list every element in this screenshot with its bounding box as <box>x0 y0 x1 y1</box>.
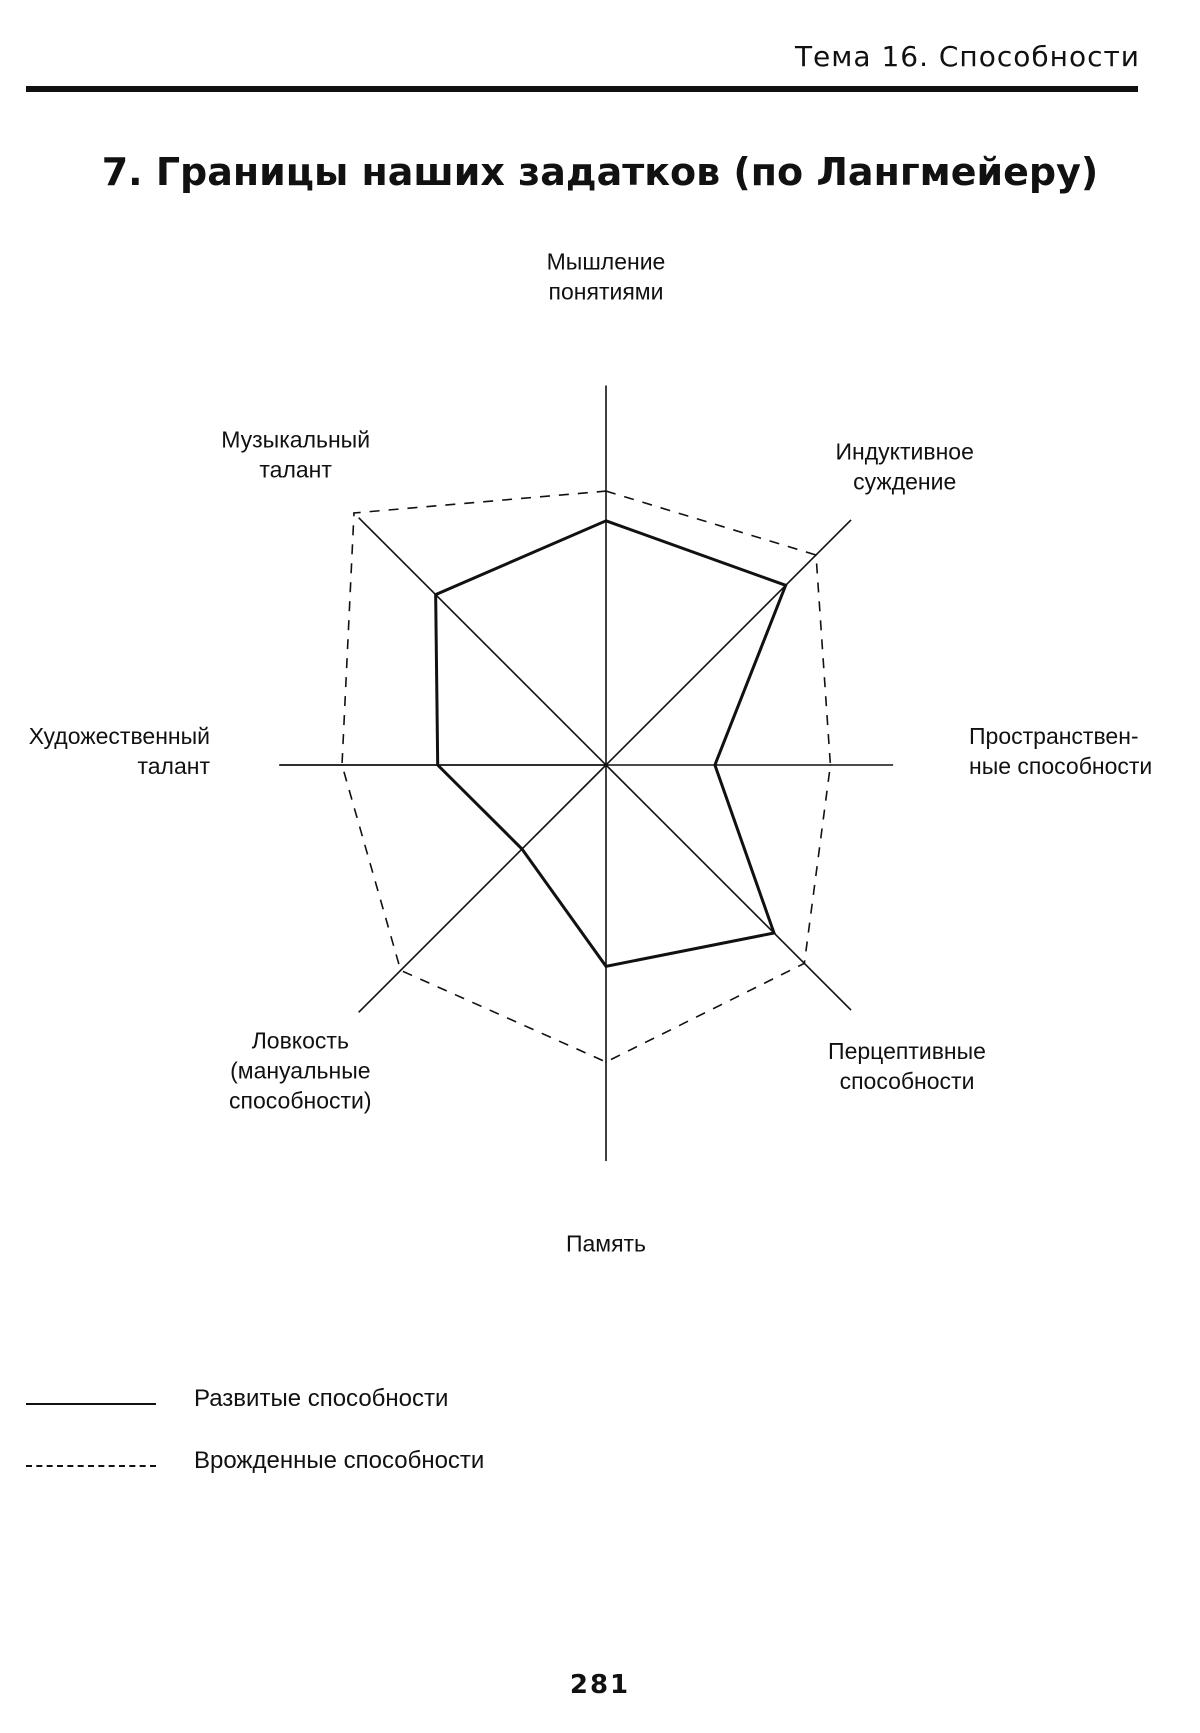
data-point-innate-art <box>341 764 343 766</box>
axis-label-art-line-1: Художественный <box>29 723 210 749</box>
header-rule <box>26 86 1138 92</box>
axis-label-perceptive-line-1: Перцептивные <box>828 1038 986 1064</box>
axis-label-perceptive-line-2: способности <box>840 1068 975 1094</box>
axis-line-perceptive <box>605 764 852 1011</box>
axis-label-dexterity-line-1: Ловкость <box>252 1028 349 1054</box>
axis-label-dexterity-line-3: способности) <box>229 1088 372 1114</box>
data-point-developed-inductive <box>784 584 787 587</box>
axis-label-thinking-line-2: понятиями <box>549 279 664 305</box>
series-polygon-developed <box>434 519 788 968</box>
axis-label-spatial-line-2: ные способности <box>969 753 1152 779</box>
data-point-developed-music <box>434 593 437 596</box>
running-header: Тема 16. Способности <box>794 40 1140 73</box>
axis-line-dexterity <box>358 764 607 1013</box>
legend-label-innate: Врожденные способности <box>194 1447 485 1474</box>
axis-label-art-line-2: талант <box>137 753 210 779</box>
data-point-developed-art <box>436 763 439 767</box>
axis-label-dexterity-line-2: (мануальные <box>230 1058 370 1084</box>
data-point-developed-thinking <box>604 519 608 522</box>
axis-label-memory: Память <box>566 1231 646 1257</box>
data-point-developed-perceptive <box>772 931 776 935</box>
data-point-developed-memory <box>604 965 608 968</box>
data-point-innate-thinking <box>605 490 607 492</box>
legend-item-innate: Врожденные способности <box>26 1447 626 1487</box>
series-polygon-innate <box>341 490 832 1063</box>
data-point-innate-dexterity <box>399 969 402 972</box>
page-number: 281 <box>569 1670 631 1700</box>
axis-label-music-line-2: талант <box>259 457 332 483</box>
axis-line-inductive <box>605 519 852 766</box>
legend-swatch-solid <box>26 1403 156 1405</box>
data-point-innate-perceptive <box>803 962 806 965</box>
page-title: 7. Границы наших задатков (по Лангмейеру… <box>101 150 1099 194</box>
legend-swatch-dashed <box>26 1465 156 1467</box>
data-point-developed-spatial <box>713 763 717 767</box>
axis-label-music-line-1: Музыкальный <box>221 427 370 453</box>
data-point-innate-memory <box>605 1061 607 1063</box>
data-point-innate-inductive <box>815 554 817 556</box>
data-point-innate-music <box>353 512 355 514</box>
data-point-innate-spatial <box>829 764 832 766</box>
data-point-developed-dexterity <box>520 847 524 851</box>
axis-line-music <box>358 517 607 766</box>
axis-label-inductive-line-2: суждение <box>853 468 956 494</box>
axis-label-inductive-line-1: Индуктивное <box>836 438 974 464</box>
axis-label-spatial-line-1: Пространствен- <box>969 723 1139 749</box>
axis-label-thinking-line-1: Мышление <box>547 249 666 275</box>
legend-label-developed: Развитые способности <box>194 1385 449 1412</box>
legend-item-developed: Развитые способности <box>26 1385 626 1425</box>
